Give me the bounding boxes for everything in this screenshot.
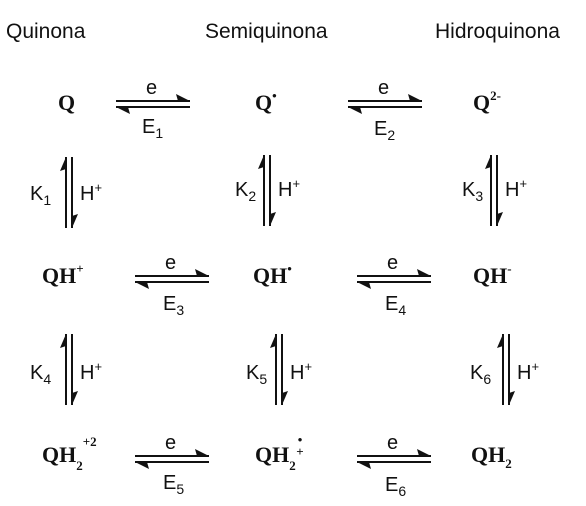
species-q-dianion: Q2-: [473, 88, 501, 115]
proton-label-3: H+: [505, 176, 527, 201]
electron-label-4: e: [387, 252, 398, 274]
proton-label-6: H+: [517, 359, 539, 384]
proton-label-2: H+: [278, 176, 300, 201]
species-qh2-dication: QH2+2: [42, 434, 97, 473]
electron-label-2: e: [378, 77, 389, 99]
eq-arrow-k2: [258, 155, 276, 226]
k5-label: K5: [246, 362, 267, 387]
eq-arrow-e6: [357, 449, 431, 469]
e6-label: E6: [385, 474, 406, 499]
proton-label-4: H+: [80, 359, 102, 384]
proton-label-1: H+: [80, 180, 102, 205]
species-qh2: QH2: [471, 442, 512, 471]
k1-label: K1: [30, 183, 51, 208]
species-q-radical: Q•: [255, 88, 277, 115]
electron-label-3: e: [165, 252, 176, 274]
proton-label-5: H+: [290, 359, 312, 384]
e3-label: E3: [163, 293, 184, 318]
eq-arrow-k6: [497, 334, 515, 405]
species-qh2-radical-cation: QH2•+: [255, 432, 304, 473]
species-qh-radical: QH•: [253, 261, 292, 288]
eq-arrow-k4: [60, 334, 78, 405]
eq-arrow-e1: [116, 94, 190, 114]
eq-arrow-k3: [485, 155, 503, 226]
species-q: Q: [58, 90, 75, 115]
k3-label: K3: [462, 179, 483, 204]
k4-label: K4: [30, 362, 51, 387]
electron-label-1: e: [146, 77, 157, 99]
species-qh-anion: QH-: [473, 261, 512, 288]
e4-label: E4: [385, 293, 406, 318]
k6-label: K6: [470, 362, 491, 387]
k2-label: K2: [235, 179, 256, 204]
species-qh-cation: QH+: [42, 261, 84, 288]
eq-arrow-k5: [270, 334, 288, 405]
eq-arrow-e4: [357, 269, 431, 289]
eq-arrow-e3: [135, 269, 209, 289]
eq-arrow-e2: [348, 94, 422, 114]
e5-label: E5: [163, 472, 184, 497]
eq-arrow-k1: [60, 157, 78, 228]
e2-label: E2: [374, 118, 395, 143]
electron-label-6: e: [387, 432, 398, 454]
header-quinone: Quinona: [6, 20, 86, 43]
eq-arrow-e5: [135, 449, 209, 469]
header-semiquinone: Semiquinona: [205, 20, 328, 43]
header-hydroquinone: Hidroquinona: [435, 20, 560, 43]
electron-label-5: e: [165, 432, 176, 454]
e1-label: E1: [142, 116, 163, 141]
